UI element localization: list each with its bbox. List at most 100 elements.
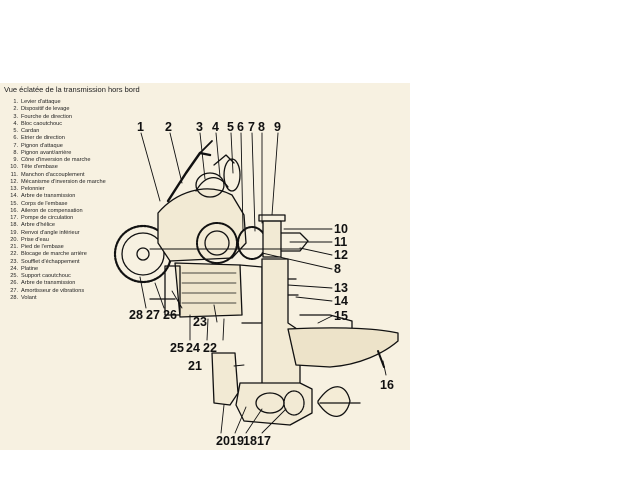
legend-item: 12.Mécanisme d'inversion de marche <box>6 178 106 186</box>
legend-label: Blocage de marche arrière <box>21 251 87 258</box>
legend-number: 11. <box>10 171 18 178</box>
callout-1: 1 <box>137 120 144 134</box>
callout-3: 3 <box>196 120 203 134</box>
legend-number: 15. <box>10 200 18 207</box>
diagram-title: Vue éclatée de la transmission hors bord <box>4 85 140 94</box>
legend-item: 13.Pelonnier <box>6 186 106 193</box>
callout-24: 24 <box>186 341 200 355</box>
legend-number: 23. <box>10 258 18 265</box>
legend-item: 5.Cardan <box>6 128 106 135</box>
legend-item: 8.Pignon avant/arrière <box>6 150 106 157</box>
legend-number: 5. <box>13 128 18 134</box>
trim-fin <box>287 327 399 368</box>
legend-number: 6. <box>13 135 18 142</box>
legend-number: 13. <box>10 186 18 192</box>
legend-label: Arbre de transmission <box>21 193 76 200</box>
callout-8-lower: 8 <box>334 262 341 276</box>
legend-item: 6.Etrier de direction <box>6 135 106 142</box>
callout-5: 5 <box>227 120 234 134</box>
legend-item: 14.Arbre de transmission <box>6 193 106 200</box>
legend-label: Aileron de compensation <box>21 207 83 214</box>
legend-label: Arbre d'hélice <box>21 222 56 229</box>
leader-lines <box>139 132 387 434</box>
transmission-housing <box>157 140 247 262</box>
legend-item: 11.Manchon d'accouplement <box>6 172 106 179</box>
legend-label: Mécanisme d'inversion de marche <box>21 178 106 185</box>
legend-number: 25. <box>10 273 18 279</box>
gear-assembly <box>149 214 309 264</box>
legend-label: Dispositif de levage <box>21 106 70 113</box>
legend-number: 22. <box>10 251 18 258</box>
legend-label: Pignon avant/arrière <box>21 149 72 156</box>
callout-18: 18 <box>243 434 257 448</box>
callout-28: 28 <box>129 308 143 322</box>
legend-number: 1. <box>13 99 18 105</box>
callout-20: 20 <box>216 434 230 448</box>
legend-number: 2. <box>13 106 18 113</box>
legend-number: 18. <box>10 222 18 229</box>
legend-number: 21. <box>10 244 18 250</box>
callout-13: 13 <box>334 281 348 295</box>
legend-number: 16. <box>10 207 18 214</box>
legend-item: 4.Bloc caoutchouc <box>6 121 106 128</box>
legend-number: 10. <box>10 164 18 171</box>
callout-26: 26 <box>163 308 177 322</box>
legend-label: Etrier de direction <box>21 135 65 142</box>
legend-label: Support caoutchouc <box>21 273 71 279</box>
callout-7: 7 <box>248 120 255 134</box>
legend-label: Manchon d'accouplement <box>21 171 85 178</box>
legend-number: 24. <box>10 265 18 272</box>
legend-number: 27. <box>10 287 18 294</box>
legend-number: 28. <box>10 294 18 301</box>
legend-label: Platine <box>21 265 39 272</box>
legend-label: Renvoi d'angle inférieur <box>21 229 80 236</box>
callout-23: 23 <box>193 315 207 329</box>
legend-item: 17.Pompe de circulation <box>6 215 106 222</box>
legend-label: Bloc caoutchouc <box>21 120 63 127</box>
legend-number: 8. <box>13 149 18 156</box>
callout-19: 19 <box>230 434 244 448</box>
legend-item: 27.Amortisseur de vibrations <box>6 288 106 295</box>
legend-label: Corps de l'embase <box>21 200 68 207</box>
legend-label: Arbre de transmission <box>21 280 76 287</box>
legend-number: 12. <box>10 178 18 185</box>
callout-12: 12 <box>334 248 348 262</box>
legend-item: 10.Tête d'embase <box>6 164 106 171</box>
legend-label: Pelonnier <box>21 186 45 192</box>
legend-number: 7. <box>13 142 18 149</box>
legend-item: 26.Arbre de transmission <box>6 280 106 287</box>
legend-number: 9. <box>13 157 18 163</box>
legend-item: 25.Support caoutchouc <box>6 273 106 280</box>
legend-item: 22.Blocage de marche arrière <box>6 251 106 258</box>
legend-label: Volant <box>21 294 37 301</box>
legend-label: Cône d'inversion de marche <box>21 157 91 163</box>
legend-number: 3. <box>13 113 18 120</box>
callout-25: 25 <box>170 341 184 355</box>
legend-label: Pied de l'embase <box>21 244 64 250</box>
callout-14: 14 <box>334 294 348 308</box>
legend-item: 19.Renvoi d'angle inférieur <box>6 230 106 237</box>
callout-2: 2 <box>165 120 172 134</box>
callout-22: 22 <box>203 341 217 355</box>
legend-item: 23.Soufflet d'échappement <box>6 259 106 266</box>
legend-label: Pompe de circulation <box>21 215 74 221</box>
legend-number: 26. <box>10 280 18 287</box>
legend-item: 20.Prise d'eau <box>6 237 106 244</box>
legend-label: Prise d'eau <box>21 236 49 243</box>
legend-number: 14. <box>10 193 18 200</box>
legend-number: 19. <box>10 229 18 236</box>
callout-21: 21 <box>188 359 202 373</box>
legend-number: 4. <box>13 120 18 127</box>
callout-8: 8 <box>258 120 265 134</box>
legend-label: Fourche de direction <box>21 113 72 120</box>
callout-10: 10 <box>334 222 348 236</box>
callout-16: 16 <box>380 378 394 392</box>
legend-item: 1.Levier d'attaque <box>6 99 106 106</box>
legend-item: 9.Cône d'inversion de marche <box>6 157 106 164</box>
scanned-page: Vue éclatée de la transmission hors bord… <box>0 83 410 450</box>
callout-4: 4 <box>212 120 219 134</box>
legend-item: 16.Aileron de compensation <box>6 208 106 215</box>
callout-17: 17 <box>257 434 271 448</box>
legend-number: 17. <box>10 215 18 221</box>
